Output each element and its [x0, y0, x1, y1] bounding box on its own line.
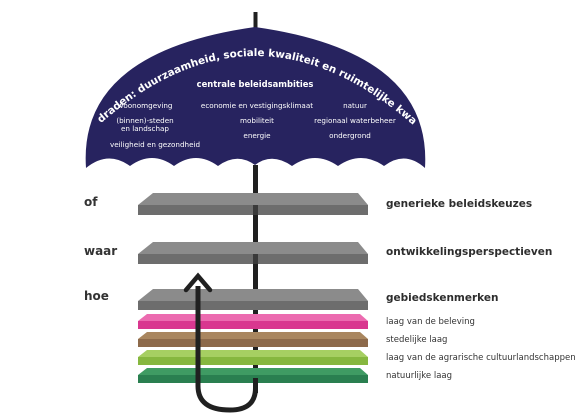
ambition-woonomgeving: woonomgeving	[117, 101, 173, 110]
arrow-head-icon	[183, 272, 213, 293]
label-gebiedskenmerken: gebiedskenmerken	[386, 292, 499, 304]
ambition-natuur: natuur	[343, 101, 367, 110]
label-of: of	[84, 195, 98, 209]
ambition-economie: economie en vestigingsklimaat	[200, 101, 314, 110]
label-laag-beleving: laag van de beleving	[386, 317, 475, 327]
umbrella-canopy	[85, 27, 426, 168]
ambition-veiligheid: veiligheid en gezondheid	[109, 140, 201, 149]
ambition-steden-line1: (binnen)-steden	[116, 116, 174, 125]
label-hoe: hoe	[84, 289, 109, 303]
umbrella-handle-hook	[195, 286, 258, 413]
layer-beleving	[138, 314, 368, 329]
ambition-waterbeheer: regionaal waterbeheer	[314, 116, 396, 125]
label-agrarische-laag: laag van de agrarische cultuurlandschapp…	[386, 353, 576, 363]
ambition-ondergrond: ondergrond	[329, 131, 371, 140]
label-generieke-beleidskeuzes: generieke beleidskeuzes	[386, 198, 533, 210]
label-natuurlijke-laag: natuurlijke laag	[386, 371, 453, 381]
label-waar: waar	[84, 244, 118, 258]
ambition-steden-line2: en landschap	[121, 124, 169, 133]
ambitions-title: centrale beleidsambities	[196, 79, 314, 89]
ambition-mobiliteit: mobiliteit	[239, 116, 274, 125]
layer-stedelijk	[138, 332, 368, 347]
layer-gebiedskenmerken	[138, 289, 368, 310]
ambition-energie: energie	[243, 131, 271, 140]
label-ontwikkelingsperspectieven: ontwikkelingsperspectieven	[386, 246, 553, 258]
umbrella-shaft	[253, 165, 258, 393]
label-stedelijke-laag: stedelijke laag	[386, 335, 448, 345]
umbrella-tip	[253, 12, 258, 28]
layer-agrarisch	[138, 350, 368, 365]
